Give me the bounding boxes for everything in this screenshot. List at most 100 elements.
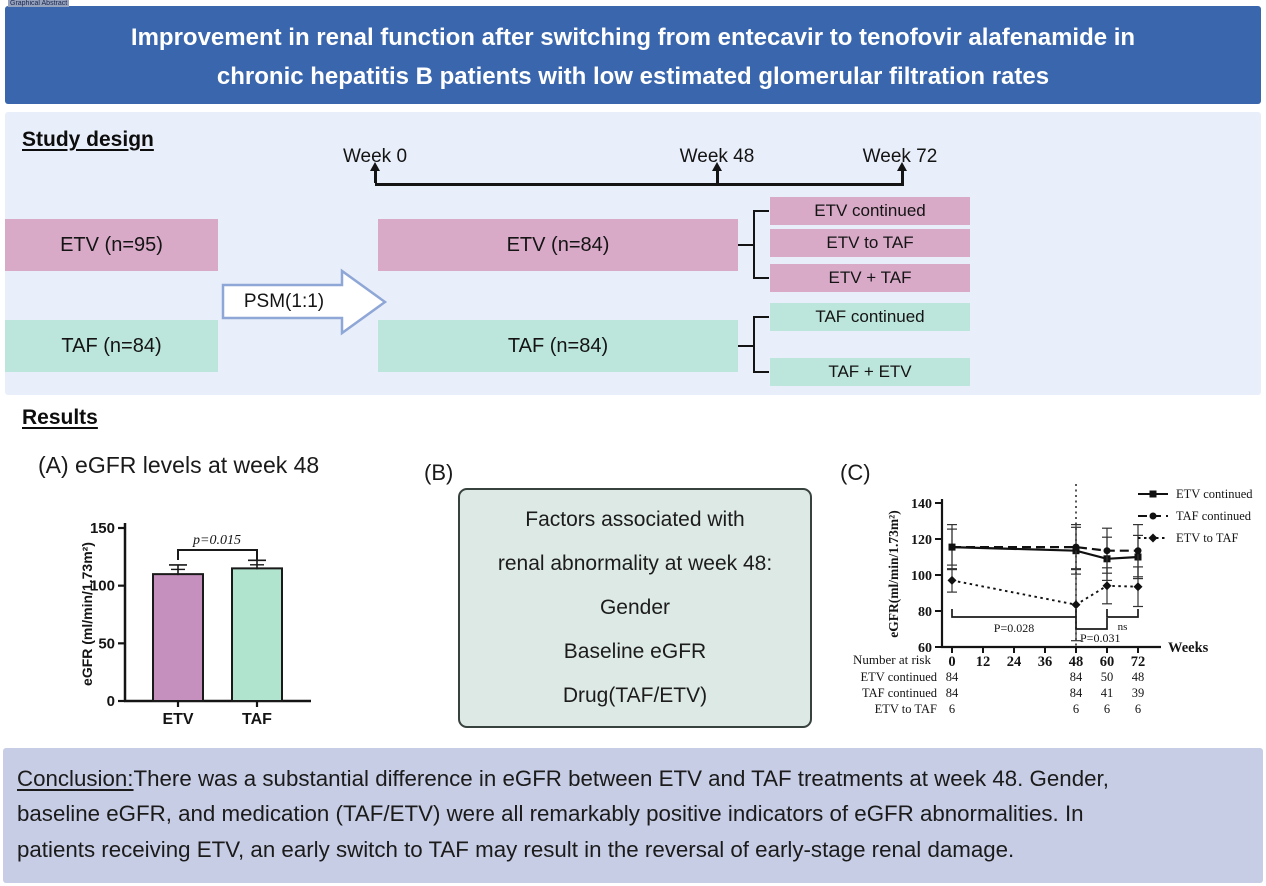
- panel-b-line: Gender: [599, 596, 671, 619]
- psm-arrow: [221, 268, 388, 336]
- svg-text:0: 0: [948, 654, 955, 670]
- timeline-label-week0: Week 0: [342, 146, 408, 167]
- svg-text:50: 50: [1101, 670, 1114, 684]
- svg-text:Weeks: Weeks: [1168, 640, 1209, 656]
- svg-text:100: 100: [911, 569, 932, 584]
- taf-bracket-stub: [738, 344, 753, 347]
- svg-text:39: 39: [1132, 686, 1145, 700]
- svg-text:Number at risk: Number at risk: [853, 652, 931, 667]
- svg-text:6: 6: [1104, 702, 1110, 716]
- panel-b-line: renal abnormality at week 48:: [497, 552, 773, 575]
- panel-b-line: Drug(TAF/ETV): [562, 684, 708, 707]
- svg-text:60: 60: [1100, 654, 1115, 670]
- svg-text:ETV continued: ETV continued: [1176, 487, 1253, 501]
- panel-b-line: Factors associated with: [525, 508, 745, 531]
- conclusion-section: Conclusion:There was a substantial diffe…: [3, 748, 1263, 883]
- svg-text:84: 84: [1070, 686, 1083, 700]
- etv-n95-box: ETV (n=95): [5, 219, 218, 271]
- svg-text:24: 24: [1007, 654, 1022, 670]
- svg-text:ns: ns: [1118, 621, 1128, 633]
- panel-b-line: Baseline eGFR: [563, 640, 707, 663]
- svg-text:6: 6: [949, 702, 955, 716]
- svg-text:41: 41: [1101, 686, 1114, 700]
- panel-b-box: Factors associated with renal abnormalit…: [458, 488, 812, 728]
- timeline-arrowhead-week72: [896, 162, 907, 171]
- svg-text:100: 100: [90, 578, 115, 595]
- branch-box-etv-plus-taf: ETV + TAF: [770, 264, 970, 292]
- study-design-heading: Study design: [22, 128, 154, 151]
- panel-c-axes: 60 80 100 120 140 eGFR(ml/min/1.73m²) 0 12 24 36 4…: [886, 497, 1209, 670]
- svg-text:120: 120: [911, 533, 932, 548]
- svg-text:P=0.028: P=0.028: [994, 621, 1034, 635]
- svg-text:84: 84: [1070, 670, 1083, 684]
- branch-box-taf-continued: TAF continued: [770, 303, 970, 331]
- svg-text:36: 36: [1038, 654, 1053, 670]
- conclusion-prefix: Conclusion:: [17, 766, 134, 791]
- svg-text:140: 140: [911, 497, 932, 512]
- svg-text:6: 6: [1073, 702, 1079, 716]
- timeline-arrow-week48: [716, 171, 719, 183]
- svg-text:P=0.031: P=0.031: [1080, 631, 1120, 645]
- study-design-section: Study design Week 0 Week 48 Week 72 ETV …: [5, 112, 1261, 395]
- svg-text:ETV to TAF: ETV to TAF: [1176, 531, 1238, 545]
- timeline-arrowhead-week0: [369, 162, 380, 171]
- svg-text:TAF: TAF: [242, 711, 272, 728]
- taf-branch-bracket: [753, 316, 769, 373]
- panel-a-significance-bracket: p=0.015: [177, 533, 258, 560]
- svg-text:TAF continued: TAF continued: [1176, 509, 1252, 523]
- title-banner: Improvement in renal function after swit…: [5, 6, 1261, 104]
- panel-c-chart: 60 80 100 120 140 eGFR(ml/min/1.73m²) 0 12 24 36 4…: [835, 452, 1266, 749]
- svg-text:12: 12: [976, 654, 991, 670]
- timeline-arrowhead-week48: [711, 162, 722, 171]
- svg-text:6: 6: [1135, 702, 1141, 716]
- conclusion-text: Conclusion:There was a substantial diffe…: [17, 761, 1249, 867]
- psm-label: PSM(1:1): [243, 290, 325, 312]
- taf-n84-left-box: TAF (n=84): [5, 320, 218, 372]
- panel-b-label: (B): [424, 460, 454, 485]
- conclusion-line-1: There was a substantial difference in eG…: [133, 766, 1109, 791]
- panel-c-label: (C): [840, 460, 871, 485]
- svg-text:84: 84: [946, 686, 959, 700]
- title-line-1: Improvement in renal function after swit…: [130, 24, 1136, 51]
- svg-text:60: 60: [918, 641, 932, 656]
- panel-a-bars: ETV TAF: [152, 559, 283, 728]
- svg-text:eGFR (ml/min/1.73m²): eGFR (ml/min/1.73m²): [79, 542, 95, 686]
- panel-c-svg: 60 80 100 120 140 eGFR(ml/min/1.73m²) 0 12 24 36 4…: [853, 484, 1253, 716]
- timeline-arrow-week0: [374, 171, 377, 183]
- taf-n84-box: TAF (n=84): [378, 320, 738, 372]
- svg-text:80: 80: [918, 605, 932, 620]
- results-heading: Results: [22, 406, 98, 429]
- svg-text:TAF continued: TAF continued: [862, 686, 938, 700]
- svg-text:eGFR(ml/min/1.73m²): eGFR(ml/min/1.73m²): [886, 510, 901, 637]
- svg-text:p=0.015: p=0.015: [192, 533, 241, 548]
- svg-text:ETV to TAF: ETV to TAF: [875, 702, 937, 716]
- timeline-label-week72: Week 72: [862, 146, 938, 167]
- etv-bracket-stub: [738, 243, 753, 246]
- svg-text:0: 0: [107, 693, 115, 710]
- panel-a-title: (A) eGFR levels at week 48: [38, 452, 320, 478]
- svg-text:84: 84: [946, 670, 959, 684]
- branch-box-etv-continued: ETV continued: [770, 197, 970, 225]
- svg-text:48: 48: [1132, 670, 1145, 684]
- series-etv-to-taf: [947, 566, 1143, 642]
- svg-text:72: 72: [1131, 654, 1146, 670]
- svg-text:ETV: ETV: [162, 711, 193, 728]
- conclusion-line-3: patients receiving ETV, an early switch …: [17, 836, 1015, 862]
- graphical-abstract-label: Graphical Abstract: [8, 0, 70, 7]
- series-etv-continued: [947, 523, 1143, 581]
- svg-text:50: 50: [98, 635, 115, 652]
- etv-branch-bracket: [753, 210, 769, 279]
- etv-n84-box: ETV (n=84): [378, 219, 738, 271]
- branch-box-etv-to-taf: ETV to TAF: [770, 229, 970, 257]
- timeline-line: [375, 183, 904, 186]
- conclusion-line-2: baseline eGFR, and medication (TAF/ETV) …: [17, 801, 1084, 827]
- title-line-2: chronic hepatitis B patients with low es…: [216, 63, 1050, 90]
- branch-box-taf-plus-etv: TAF + ETV: [770, 358, 970, 386]
- svg-text:48: 48: [1069, 654, 1084, 670]
